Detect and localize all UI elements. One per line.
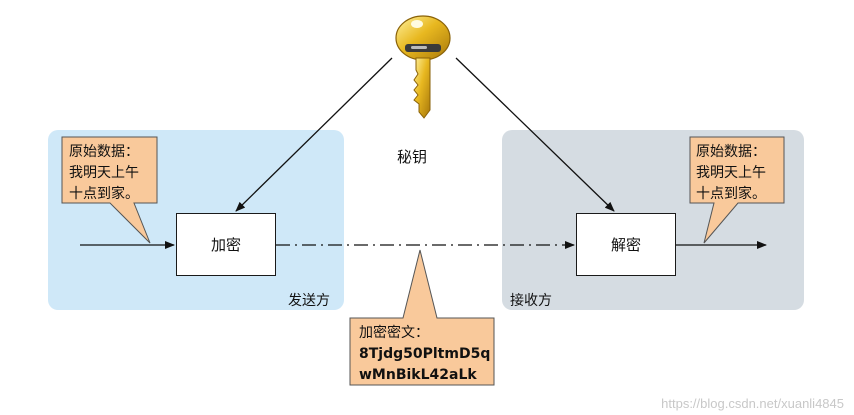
ciphertext-title: 加密密文： [359,325,429,341]
receiver-label: 接收方 [510,293,552,309]
ciphertext-line: wMnBikL42aLk [359,367,477,383]
right-callout-line: 原始数据： [696,144,766,160]
sender-label: 发送方 [288,293,330,309]
left-callout-line: 十点到家。 [69,186,139,202]
right-callout-line: 十点到家。 [696,186,766,202]
right-callout-line: 我明天上午 [696,165,766,181]
left-callout-text: 原始数据： 我明天上午 十点到家。 [69,142,139,205]
encrypt-process-box: 加密 [176,213,276,276]
left-data-callout [61,136,158,244]
left-callout-line: 原始数据： [69,144,139,160]
right-data-callout [689,136,785,244]
encrypt-label: 加密 [210,236,241,254]
key-label: 秘钥 [397,148,428,166]
watermark: https://blog.csdn.net/xuanli4845 [661,396,844,411]
decrypt-process-box: 解密 [576,213,676,276]
key-icon [395,15,451,119]
key-to-encrypt-arrow [235,57,393,212]
decrypt-label: 解密 [610,236,641,254]
left-callout-line: 我明天上午 [69,165,139,181]
ciphertext-callout-text: 加密密文： 8Tjdg50PltmD5q wMnBikL42aLk [359,323,490,386]
ciphertext-line: 8Tjdg50PltmD5q [359,346,491,362]
key-to-decrypt-arrow [455,57,615,212]
right-callout-text: 原始数据： 我明天上午 十点到家。 [696,142,766,205]
ciphertext-callout [349,249,495,386]
